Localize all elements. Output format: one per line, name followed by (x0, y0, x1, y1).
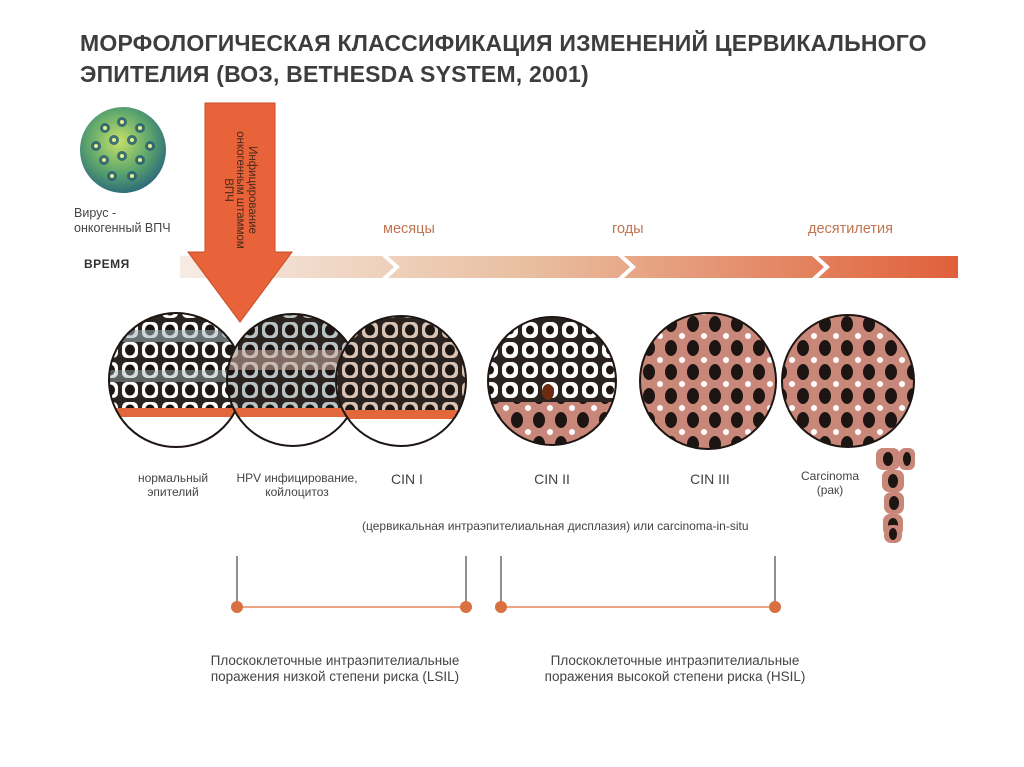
tissue-cin2 (487, 316, 617, 446)
arrow-label-line-2: онкогенным штаммом (234, 131, 246, 249)
stage-carcinoma-line-1: Carcinoma (800, 469, 860, 483)
tissue-hpv (226, 313, 360, 447)
stage-label-cin1: CIN I (391, 471, 423, 487)
stage-label-cin3: CIN III (690, 471, 730, 487)
stage-label-normal: нормальный эпителий (118, 471, 228, 499)
scale-years: годы (612, 221, 644, 237)
scale-months: месяцы (383, 221, 435, 237)
virus-label-line-2: онкогенный ВПЧ (74, 221, 171, 235)
invasion-cells (876, 448, 915, 543)
hsil-bracket (495, 556, 781, 613)
title-line-1: МОРФОЛОГИЧЕСКАЯ КЛАССИФИКАЦИЯ ИЗМЕНЕНИЙ … (80, 30, 927, 56)
arrow-label-line-3: ВПЧ (222, 178, 234, 202)
stage-label-hpv: HPV инфицирование, койлоцитоз (222, 471, 372, 499)
scale-decades: десятилетия (808, 221, 894, 237)
title-line-2: ЭПИТЕЛИЯ (ВОЗ, BETHESDA SYSTEM, 2001) (80, 61, 589, 87)
stage-normal-line-1: нормальный (137, 471, 209, 485)
hsil-label-line-1: Плоскоклеточные интраэпителиальные (550, 653, 800, 668)
stage-carcinoma-line-2: (рак) (816, 483, 844, 497)
stage-label-carcinoma: Carcinoma (рак) (790, 469, 870, 497)
tissue-cin1 (335, 315, 467, 447)
diagram-title: МОРФОЛОГИЧЕСКАЯ КЛАССИФИКАЦИЯ ИЗМЕНЕНИЙ … (80, 28, 980, 90)
lsil-label-line-2: поражения низкой степени риска (LSIL) (210, 669, 460, 684)
virus-label-line-1: Вирус - (74, 206, 117, 220)
arrow-label-line-1: Инфицирование (246, 146, 258, 234)
tissue-cin3 (639, 312, 777, 450)
timeline-bar (180, 256, 958, 278)
stage-label-cin2: CIN II (534, 471, 570, 487)
lsil-label: Плоскоклеточные интраэпителиальные пораж… (170, 653, 500, 685)
lsil-label-line-1: Плоскоклеточные интраэпителиальные (210, 653, 460, 668)
stage-normal-line-2: эпителий (147, 485, 199, 499)
infection-arrow-label: Инфицирование онкогенным штаммом ВПЧ (222, 105, 258, 275)
cin-note: (цервикальная интраэпителиальная дисплаз… (362, 519, 749, 533)
virus-label: Вирус - онкогенный ВПЧ (74, 206, 214, 236)
infection-arrow (187, 102, 293, 323)
hsil-label-line-2: поражения высокой степени риска (HSIL) (544, 669, 806, 684)
tissue-carcinoma (781, 314, 915, 543)
hsil-label: Плоскоклеточные интраэпителиальные пораж… (505, 653, 845, 685)
lsil-bracket (231, 556, 472, 613)
virus-icon (80, 107, 166, 193)
stage-hpv-line-1: HPV инфицирование, (236, 471, 358, 485)
stage-hpv-line-2: койлоцитоз (265, 485, 329, 499)
timeline-label: ВРЕМЯ (84, 257, 130, 271)
